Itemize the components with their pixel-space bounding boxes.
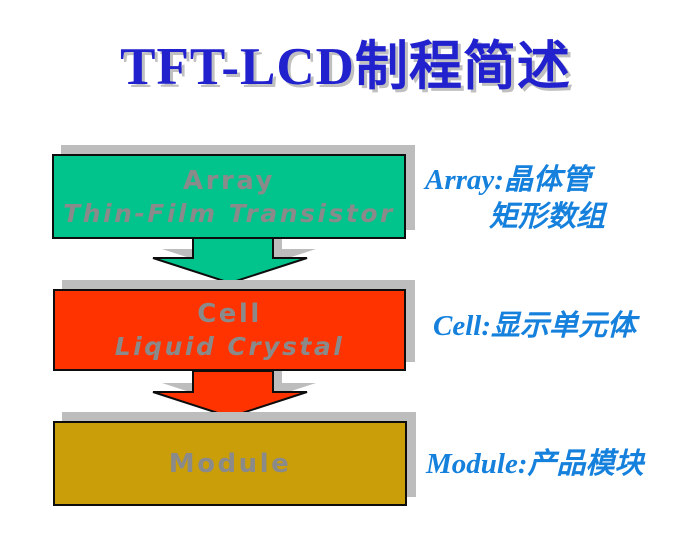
array-box-title: Array bbox=[183, 165, 275, 196]
arrow-array-to-cell-icon bbox=[152, 228, 316, 285]
array-annotation-line1: Array:晶体管 bbox=[425, 164, 591, 196]
array-annotation: Array:晶体管 矩形数组 bbox=[425, 162, 605, 236]
module-annotation: Module:产品模块 bbox=[426, 446, 644, 483]
slide-title: TFT-LCD制程简述 bbox=[120, 38, 571, 96]
cell-box-title: Cell bbox=[197, 299, 262, 329]
module-annotation-line1: Module:产品模块 bbox=[426, 448, 644, 480]
module-box: Module bbox=[53, 421, 407, 506]
array-annotation-line2: 矩形数组 bbox=[489, 201, 606, 233]
arrow-cell-to-module-icon bbox=[152, 362, 316, 419]
array-box: Array Thin-Film Transistor bbox=[52, 154, 406, 239]
cell-annotation-line1: Cell:显示单元体 bbox=[433, 310, 636, 342]
cell-annotation: Cell:显示单元体 bbox=[433, 308, 636, 345]
cell-box: Cell Liquid Crystal bbox=[53, 289, 406, 371]
cell-box-subtitle: Liquid Crystal bbox=[114, 332, 345, 361]
module-box-title: Module bbox=[168, 448, 292, 479]
array-box-subtitle: Thin-Film Transistor bbox=[63, 198, 395, 228]
